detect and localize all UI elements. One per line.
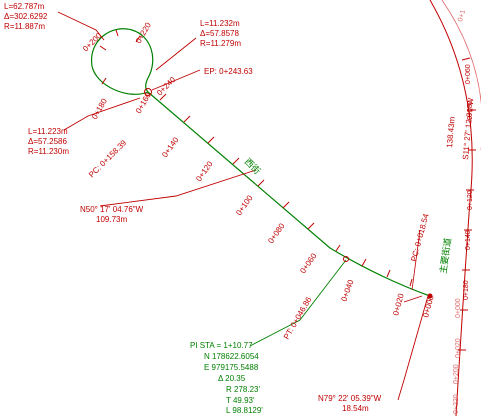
pc-right-leader [411, 229, 421, 291]
station-0100: 0+100 [234, 193, 255, 217]
right-station-0180: 0+180 [463, 280, 470, 300]
right-station-0120: 0+120 [467, 190, 474, 210]
pi-northing: N 178622.6054 [204, 352, 259, 361]
west-street-centerline [147, 91, 431, 297]
curve-tr-delta: Δ=57.8578 [200, 29, 239, 38]
bearing-bottom: N79° 22' 05.39"W 18.54m [318, 394, 382, 413]
bearing-right-distance: 138.43m [445, 116, 457, 148]
station-0000: 0+000 [421, 294, 436, 319]
station-ticks [99, 29, 413, 287]
curve-tr-length: L=11.232m [200, 19, 240, 28]
pi-tangent: T 49.93' [226, 396, 255, 405]
station-0180: 0+180 [90, 97, 109, 121]
bearing-left-distance: 109.73m [96, 215, 127, 224]
curve-data-top-left: L=62.787m Δ=302.6292 R=11.887m [4, 2, 48, 31]
station-0020: 0+020 [391, 292, 406, 317]
curve-l-radius: R=11.230m [28, 147, 69, 156]
pi-delta: Δ 20.35 [218, 374, 246, 383]
ep-label: EP: 0+243.63 [204, 67, 253, 76]
pt-station-label: PT: 0+046.86 [282, 295, 314, 341]
right-pink-5: 0+220 [453, 394, 460, 414]
curve-tl-delta: Δ=302.6292 [4, 12, 48, 21]
station-0220: 0+220 [134, 21, 153, 45]
pi-leader [249, 259, 347, 347]
main-street-centerline [429, 0, 473, 416]
station-0060: 0+060 [298, 251, 319, 275]
curve-tl-length: L=62.787m [4, 2, 45, 11]
pc-point-marker [144, 88, 152, 96]
curve-l-delta: Δ=57.2586 [28, 137, 67, 146]
leader-lines [57, 11, 429, 401]
pi-easting: E 979175.5488 [204, 363, 259, 372]
curve-data-left: L=11.223m Δ=57.2586 R=11.230m [28, 127, 69, 156]
pi-radius: R 278.23' [226, 385, 260, 394]
right-station-labels: 0+060 0+080 0+120 0+140 0+180 [463, 64, 474, 300]
pi-point-marker [343, 256, 349, 262]
curve-tl-radius: R=11.887m [4, 22, 45, 31]
right-station-0080: 0+080 [467, 100, 474, 120]
right-pink-3: 0+020 [455, 338, 462, 358]
pi-data-block: PI STA = 1+10.77 N 178622.6054 E 979175.… [190, 341, 263, 415]
station-0040: 0+040 [339, 278, 355, 303]
right-station-0140: 0+140 [465, 230, 472, 250]
curve-l-length: L=11.223m [28, 127, 68, 136]
road-name-main: 主要街道 [437, 237, 453, 274]
right-pink-labels: 0+1 0+000 0+020 0+200 0+220 [453, 9, 467, 414]
station-0080: 0+080 [266, 221, 287, 245]
main-street-edge [441, 0, 481, 150]
bearing-bottom-distance: 18.54m [342, 404, 369, 413]
bearing-left: N50° 17' 04.76"W 109.73m [80, 205, 144, 224]
bearing-bottom-angle: N79° 22' 05.39"W [318, 394, 382, 403]
curve-data-top-right: L=11.232m Δ=57.8578 R=11.279m [200, 19, 241, 48]
pi-length: L 98.8129' [226, 406, 263, 415]
curve-tr-radius: R=11.279m [200, 39, 241, 48]
pt-point-marker [427, 293, 433, 299]
pi-station: PI STA = 1+10.77 [190, 341, 253, 350]
station-0120: 0+120 [194, 159, 215, 183]
right-pink-4: 0+200 [453, 364, 460, 384]
station-0140: 0+140 [160, 135, 181, 159]
right-pink-2: 0+000 [455, 298, 462, 318]
right-pink-1: 0+1 [457, 9, 467, 22]
pc-right-station-label: PC: 0+018.54 [409, 212, 431, 262]
pc-station-label: PC: 0+158.39 [87, 138, 129, 180]
right-ticks [458, 57, 476, 351]
bearing-left-angle: N50° 17' 04.76"W [80, 205, 144, 214]
station-0240: 0+240 [155, 75, 178, 98]
right-station-0060: 0+060 [465, 64, 472, 84]
